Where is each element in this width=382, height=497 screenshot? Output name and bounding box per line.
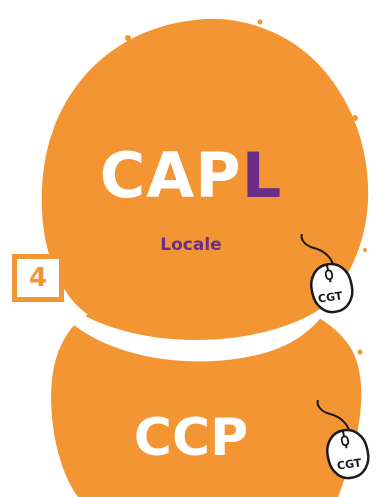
top-orange-blob — [41, 18, 369, 351]
computer-mouse-icon — [316, 400, 370, 480]
white-swoosh — [60, 300, 332, 362]
computer-mouse-icon — [300, 234, 354, 314]
capl-title: CAPL — [0, 145, 382, 207]
brush-texture — [49, 19, 367, 355]
locale-subtitle: Locale — [160, 235, 222, 255]
capl-title-main: CAP — [99, 139, 242, 212]
number-badge: 4 — [12, 254, 64, 302]
ccp-title: CCP — [133, 408, 249, 468]
capl-title-accent: L — [241, 139, 283, 212]
